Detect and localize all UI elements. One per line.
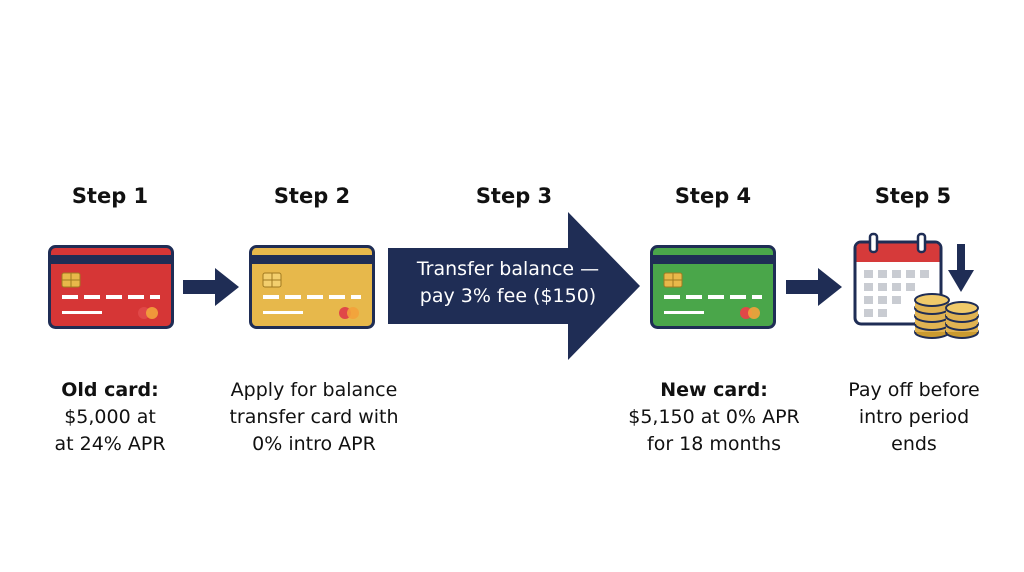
transfer-arrow bbox=[388, 212, 640, 360]
step-1-caption: Old card: $5,000 at at 24% APR bbox=[54, 379, 166, 455]
step-5-title: Step 5 bbox=[874, 184, 952, 208]
coin-stack-icon bbox=[945, 301, 979, 339]
credit-card-icon bbox=[249, 245, 375, 329]
arrow-right-icon bbox=[183, 268, 239, 306]
arrow-down-icon bbox=[948, 244, 974, 292]
calendar-icon bbox=[853, 232, 979, 339]
step-4-title: Step 4 bbox=[674, 184, 752, 208]
step-1-title: Step 1 bbox=[71, 184, 149, 208]
step-5-caption: Pay off before intro period ends bbox=[848, 379, 980, 455]
step-3-title: Step 3 bbox=[475, 184, 553, 208]
step-2-title: Step 2 bbox=[273, 184, 351, 208]
credit-card-icon bbox=[48, 245, 174, 329]
step-4-caption: New card: $5,150 at 0% APR for 18 months bbox=[628, 379, 800, 455]
credit-card-icon bbox=[650, 245, 776, 329]
coin-stack-icon bbox=[914, 293, 950, 339]
step-2-caption: Apply for balance transfer card with 0% … bbox=[229, 379, 399, 455]
transfer-arrow-text: Transfer balance — pay 3% fee ($150) bbox=[416, 258, 600, 307]
arrow-right-icon bbox=[786, 268, 842, 306]
